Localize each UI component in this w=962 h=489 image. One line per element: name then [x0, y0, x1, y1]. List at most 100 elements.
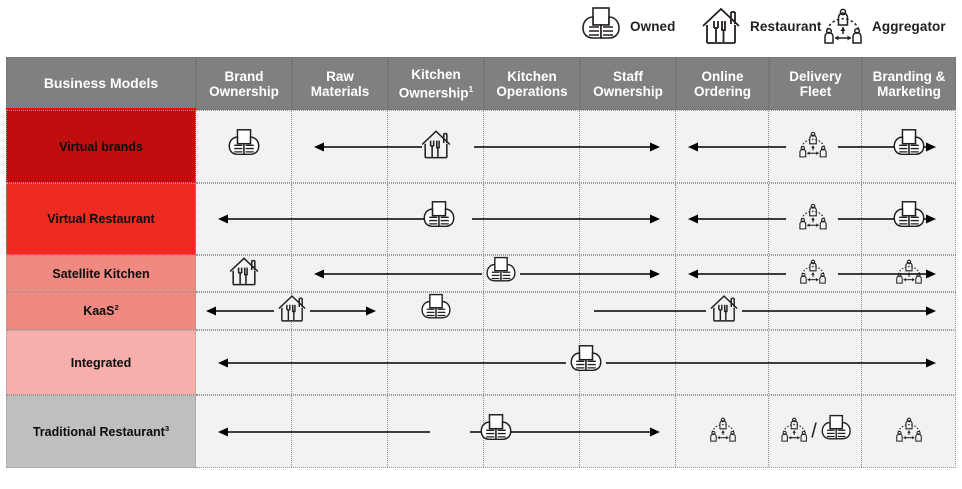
owned-hands-icon — [421, 199, 457, 240]
delivery-fleet-aggregator-or-owned: / — [779, 412, 853, 451]
legend-item-aggregator: Aggregator — [820, 0, 946, 52]
row-label-integrated: Integrated — [6, 330, 196, 395]
table-row: Virtual Restaurant — [6, 183, 956, 255]
flow-arrow-brand-to-staff — [218, 425, 660, 439]
header-text-l2: Ownership — [209, 83, 279, 99]
row-body — [196, 292, 956, 330]
flow-arrow-raw-to-staff — [314, 140, 660, 154]
row-body — [196, 110, 956, 183]
header-accent-underline — [6, 108, 196, 110]
restaurant-house-icon — [276, 293, 308, 330]
header-text-l2: Operations — [496, 83, 568, 99]
aggregator-network-icon — [894, 256, 924, 291]
aggregator-network-icon — [798, 256, 828, 291]
aggregator-network-icon — [708, 414, 738, 449]
table-row: KaaS2 — [6, 292, 956, 330]
legend: Owned Restaurant — [570, 0, 962, 52]
legend-label-restaurant: Restaurant — [750, 18, 822, 34]
header-text-l2: Ordering — [693, 83, 751, 99]
header-text-l1: Branding & — [872, 68, 946, 84]
restaurant-house-icon — [419, 127, 453, 166]
header-text-l1: Kitchen — [411, 66, 461, 82]
table-row: Integrated — [6, 330, 956, 395]
row-label-virtual-brands: Virtual brands — [6, 110, 196, 183]
cell-online-ordering — [676, 396, 769, 467]
owned-hands-icon — [891, 126, 927, 167]
owned-hands-icon — [484, 254, 518, 293]
cell-brand-ownership — [196, 256, 292, 291]
row-body — [196, 255, 956, 292]
cell-kitchen-ownership — [388, 293, 484, 329]
header-text-l2: Fleet — [799, 83, 832, 99]
header-text: Business Models — [43, 75, 159, 91]
cell-brand-ownership — [196, 111, 292, 182]
cell-kitchen-operations — [484, 293, 580, 329]
restaurant-house-icon — [698, 3, 744, 49]
header-text-l1: Kitchen — [507, 68, 557, 84]
header-text-l1: Online — [701, 68, 744, 84]
header-text-l2: Materials — [310, 83, 370, 99]
row-label-kaas: KaaS2 — [6, 292, 196, 330]
row-body — [196, 183, 956, 255]
row-label-text: KaaS — [83, 304, 115, 319]
cell-staff-ownership — [580, 396, 676, 467]
header-text-l1: Staff — [612, 68, 643, 84]
header-text-l2: Marketing — [877, 83, 941, 99]
table-row: Satellite Kitchen — [6, 255, 956, 292]
aggregator-network-icon — [820, 3, 866, 49]
cell-staff-ownership — [580, 184, 676, 254]
cell-delivery-fleet — [769, 396, 862, 467]
cell-raw-materials — [292, 293, 388, 329]
flow-arrow-raw-to-staff — [314, 267, 660, 281]
row-footnote-marker: 2 — [114, 303, 119, 313]
owned-hands-icon — [226, 126, 262, 167]
restaurant-house-icon — [227, 254, 261, 293]
row-label-text: Integrated — [70, 355, 132, 370]
table-row: Virtual brands — [6, 110, 956, 183]
header-text-l2: Ownership — [398, 85, 469, 101]
owned-hands-icon — [891, 199, 927, 240]
table-row: Traditional Restaurant3 — [6, 395, 956, 468]
owned-hands-icon — [819, 412, 853, 451]
flow-arrow-brand-to-staff — [218, 212, 660, 226]
cell-staff-ownership — [580, 256, 676, 291]
row-footnote-marker: 3 — [164, 423, 170, 433]
header-text-l1: Raw — [326, 68, 354, 84]
header-cell-business-models: Business Models — [6, 57, 196, 110]
flow-arrow-full-span — [218, 356, 936, 370]
flow-arrow-staff-to-branding — [594, 304, 936, 318]
cell-kitchen-ownership — [388, 256, 484, 291]
header-cell-branding-marketing: Branding &Marketing — [862, 57, 956, 110]
owned-hands-icon — [578, 3, 624, 49]
cell-staff-ownership — [580, 111, 676, 182]
restaurant-house-icon — [708, 293, 740, 330]
row-label-text: Virtual Restaurant — [47, 212, 155, 226]
legend-label-owned: Owned — [630, 18, 676, 34]
row-body — [196, 330, 956, 395]
aggregator-network-icon — [797, 128, 829, 165]
flow-arrow-brand-to-raw — [206, 304, 376, 318]
owned-hands-icon — [419, 292, 453, 331]
owned-hands-icon — [568, 342, 604, 383]
legend-item-restaurant: Restaurant — [698, 0, 822, 52]
row-label-text: Traditional Restaurant — [32, 425, 165, 440]
row-label-traditional-restaurant: Traditional Restaurant3 — [6, 395, 196, 468]
legend-item-owned: Owned — [578, 0, 676, 52]
aggregator-network-icon — [797, 201, 829, 238]
flow-arrow-online-to-branding — [688, 267, 936, 281]
legend-label-aggregator: Aggregator — [872, 18, 946, 34]
header-text-l2: Ownership — [593, 83, 663, 99]
or-separator: / — [811, 420, 817, 442]
aggregator-network-icon — [894, 414, 924, 449]
row-label-text: Virtual brands — [59, 139, 143, 154]
